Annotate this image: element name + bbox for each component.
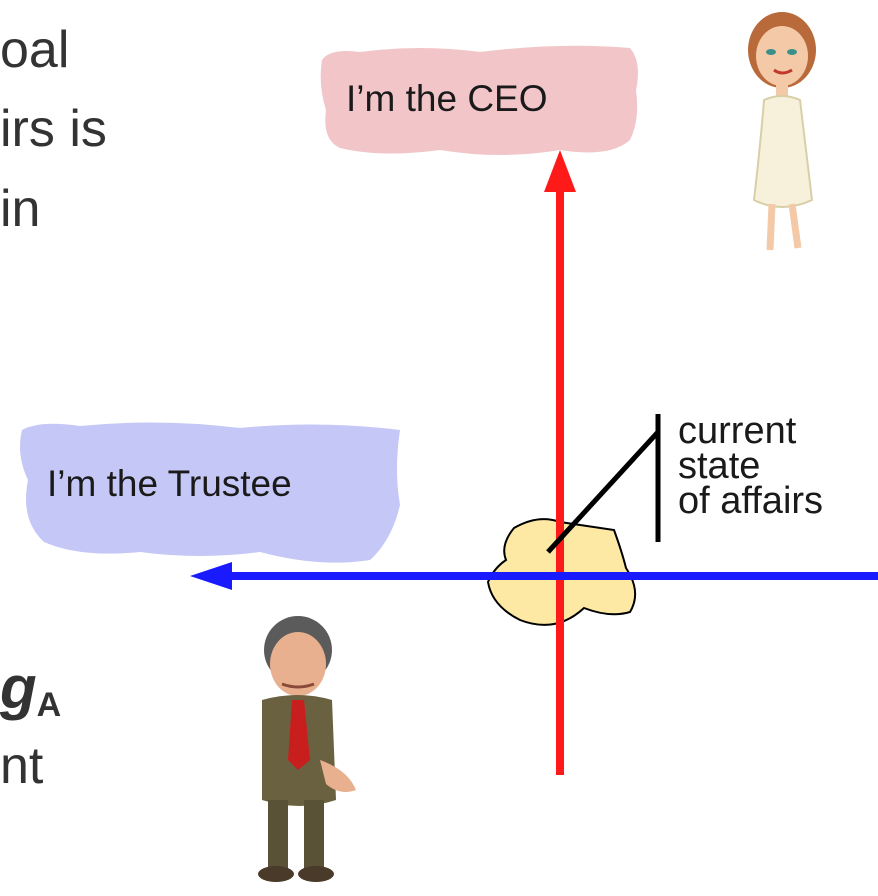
ceo-bubble: [320, 45, 638, 155]
woman-character-icon: [748, 12, 816, 251]
trustee-bubble: [20, 422, 400, 563]
trustee-bubble-label: I’m the Trustee: [47, 463, 292, 504]
text-fragment-line1: oal: [0, 21, 70, 79]
man-character-icon: [258, 616, 356, 882]
current-state-line: state: [678, 445, 761, 487]
text-fragment-line3: in: [0, 180, 41, 238]
goal-variable-label: gA: [0, 658, 62, 724]
callout-pointer-line: [546, 430, 660, 554]
goal-symbol: g: [0, 654, 37, 721]
text-fragment-line5: nt: [0, 737, 44, 795]
ceo-bubble-label: I’m the CEO: [346, 78, 548, 119]
current-state-line: current: [678, 410, 797, 452]
horizontal-axis-arrowhead: [190, 562, 232, 590]
current-state-line: of affairs: [678, 480, 824, 522]
vertical-axis-arrowhead: [544, 150, 576, 192]
goal-subscript: A: [36, 686, 62, 724]
text-fragment-line2: irs is: [0, 100, 107, 158]
current-state-label: current state of affairs: [678, 410, 878, 522]
